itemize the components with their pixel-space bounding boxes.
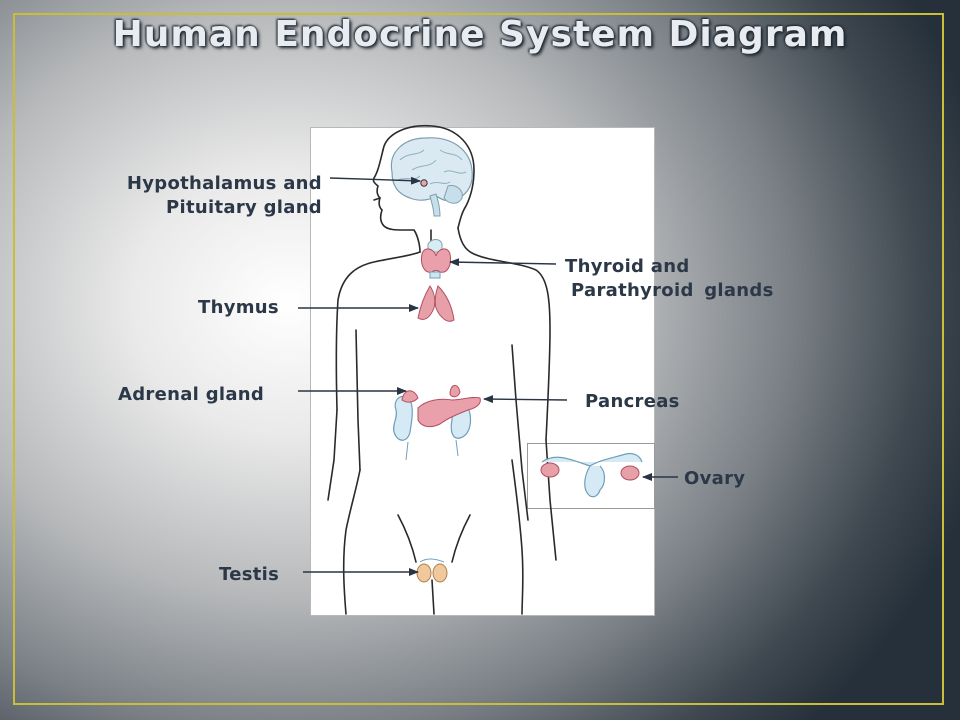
label-thymus: Thymus [198,297,279,318]
label-adrenal: Adrenal gland [118,384,265,405]
label-hypothalamus: Hypothalamus and Pituitary gland [80,172,322,220]
label-ovary: Ovary [684,468,746,489]
label-thyroid-line2: Parathyroid glands [571,280,774,301]
label-thyroid: Thyroid and Parathyroid glands [565,255,774,303]
brain-illustration [390,137,473,217]
label-thyroid-line1: Thyroid and [565,256,690,277]
label-hypothalamus-line1: Hypothalamus and [126,173,322,194]
thyroid-arrow [449,258,557,267]
label-pancreas: Pancreas [585,391,680,412]
ovary-illustration [540,452,643,498]
body-figure-panel [310,127,655,616]
pancreas-arrow [483,395,568,404]
abdominal-organs [392,385,481,461]
label-testis: Testis [219,564,280,585]
label-hypothalamus-line2: Pituitary gland [166,197,322,218]
diagram-title: Human Endocrine System Diagram [112,14,848,55]
label-arrows [298,176,678,576]
hypothalamus-arrow [329,176,421,185]
thymus-gland [417,285,455,322]
body-outline [327,124,557,615]
testes [416,558,448,583]
thyroid-gland [421,239,451,279]
